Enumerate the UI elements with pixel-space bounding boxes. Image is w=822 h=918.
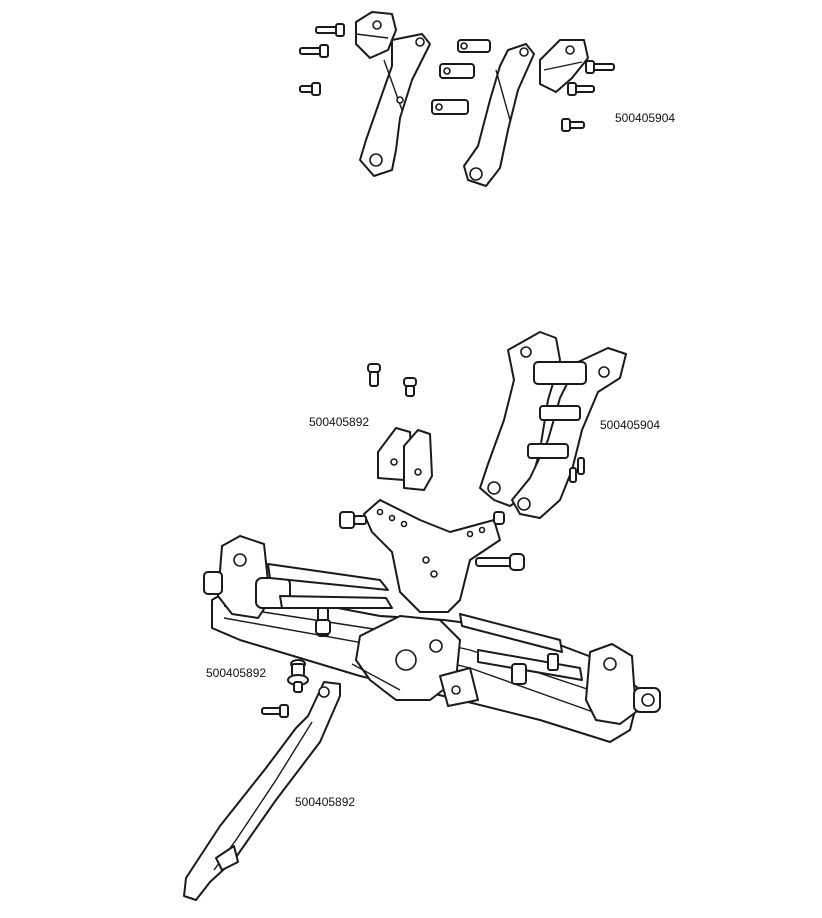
label-part-number-mid-right: 500405904 bbox=[600, 418, 661, 432]
mount-block-left bbox=[355, 11, 397, 59]
screw-plate-right bbox=[475, 553, 525, 571]
standoff-3 bbox=[431, 99, 469, 115]
label-part-number-lower-left: 500405892 bbox=[206, 666, 267, 680]
screw-top-6 bbox=[561, 118, 585, 132]
screw-lower-left bbox=[261, 704, 289, 718]
label-part-number-mid-left: 500405892 bbox=[309, 415, 370, 429]
screw-top-2 bbox=[299, 44, 329, 58]
screw-top-3 bbox=[299, 82, 321, 96]
screw-mid-1 bbox=[367, 363, 381, 387]
screw-top-5 bbox=[567, 82, 595, 96]
hub-left bbox=[203, 535, 291, 619]
standoff-2 bbox=[439, 63, 475, 79]
lower-links-right bbox=[459, 613, 583, 685]
shock-tower-plate bbox=[363, 499, 501, 613]
hub-right bbox=[585, 643, 661, 725]
mount-block-right bbox=[539, 39, 589, 93]
screw-mid-2 bbox=[403, 377, 417, 397]
label-part-number-bottom: 500405892 bbox=[295, 795, 356, 809]
standoff-1 bbox=[457, 39, 491, 53]
screw-top-1 bbox=[315, 23, 345, 37]
upper-links bbox=[267, 563, 393, 637]
middle-group-assembled-braces bbox=[367, 331, 627, 519]
screw-plate-left bbox=[339, 511, 367, 529]
top-group-shock-tower-braces bbox=[299, 11, 615, 187]
bottom-group-suspension bbox=[203, 499, 661, 743]
screw-top-4 bbox=[585, 60, 615, 74]
screw-mid-3 bbox=[577, 457, 585, 475]
post-small bbox=[287, 659, 309, 693]
label-part-number-top-right: 500405904 bbox=[615, 111, 676, 125]
screw-mid-4 bbox=[569, 467, 577, 483]
mount-blocks-pair bbox=[377, 427, 433, 491]
brace-arm-right bbox=[463, 43, 535, 187]
long-brace-strut bbox=[183, 681, 341, 901]
brace-arm-left bbox=[359, 33, 431, 177]
gearbox-center bbox=[351, 615, 479, 707]
brace-assembly bbox=[479, 331, 627, 519]
screw-plate-small bbox=[493, 511, 505, 525]
